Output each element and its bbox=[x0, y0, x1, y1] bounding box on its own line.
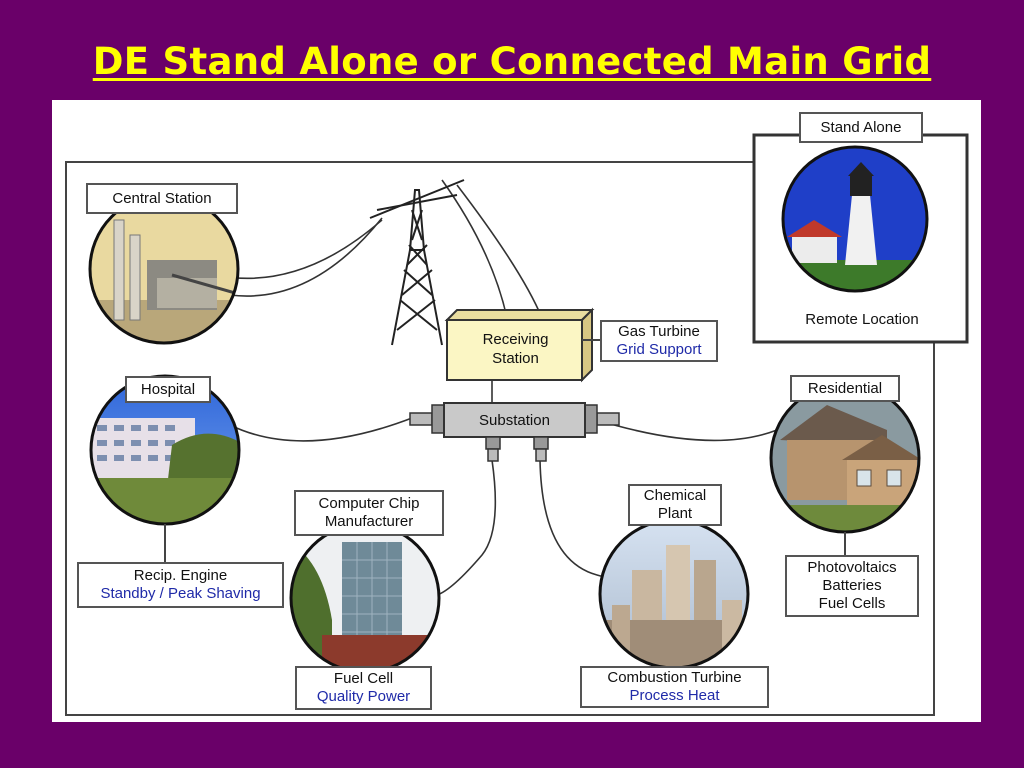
combustion-turbine-label: Combustion Turbine Process Heat bbox=[580, 666, 769, 708]
chemical-plant-photo bbox=[600, 520, 748, 668]
fuel-cell-label: Fuel Cell Quality Power bbox=[295, 666, 432, 710]
diagram-graphics bbox=[65, 133, 969, 716]
chemical-plant-label: Chemical Plant bbox=[628, 484, 722, 526]
transmission-lines bbox=[219, 179, 778, 596]
central-station-photo bbox=[90, 195, 238, 343]
slide-title: DE Stand Alone or Connected Main Grid bbox=[92, 40, 932, 83]
central-station-label: Central Station bbox=[86, 183, 238, 214]
substation-connector bbox=[409, 402, 620, 462]
hospital-label: Hospital bbox=[125, 376, 211, 403]
residential-label: Residential bbox=[790, 375, 900, 402]
frame-outline bbox=[65, 161, 935, 716]
gas-turbine-label: Gas Turbine Grid Support bbox=[600, 320, 718, 362]
transmission-tower-icon bbox=[369, 179, 465, 346]
recip-engine-label: Recip. Engine Standby / Peak Shaving bbox=[77, 562, 284, 608]
remote-location-text: Remote Location bbox=[805, 311, 919, 328]
computer-chip-photo bbox=[291, 524, 439, 672]
stand-alone-label: Stand Alone bbox=[799, 112, 923, 143]
photovoltaics-label: Photovoltaics Batteries Fuel Cells bbox=[785, 555, 919, 617]
lighthouse-circle bbox=[781, 145, 929, 293]
residential-photo bbox=[771, 384, 919, 532]
receiving-station-text: Receiving Station bbox=[482, 331, 549, 367]
receiving-station-box bbox=[444, 307, 595, 383]
diagram-panel: Central Station Stand Alone Remote Locat… bbox=[52, 100, 981, 722]
computer-chip-label: Computer Chip Manufacturer bbox=[294, 490, 444, 536]
substation-text: Substation bbox=[479, 412, 550, 429]
